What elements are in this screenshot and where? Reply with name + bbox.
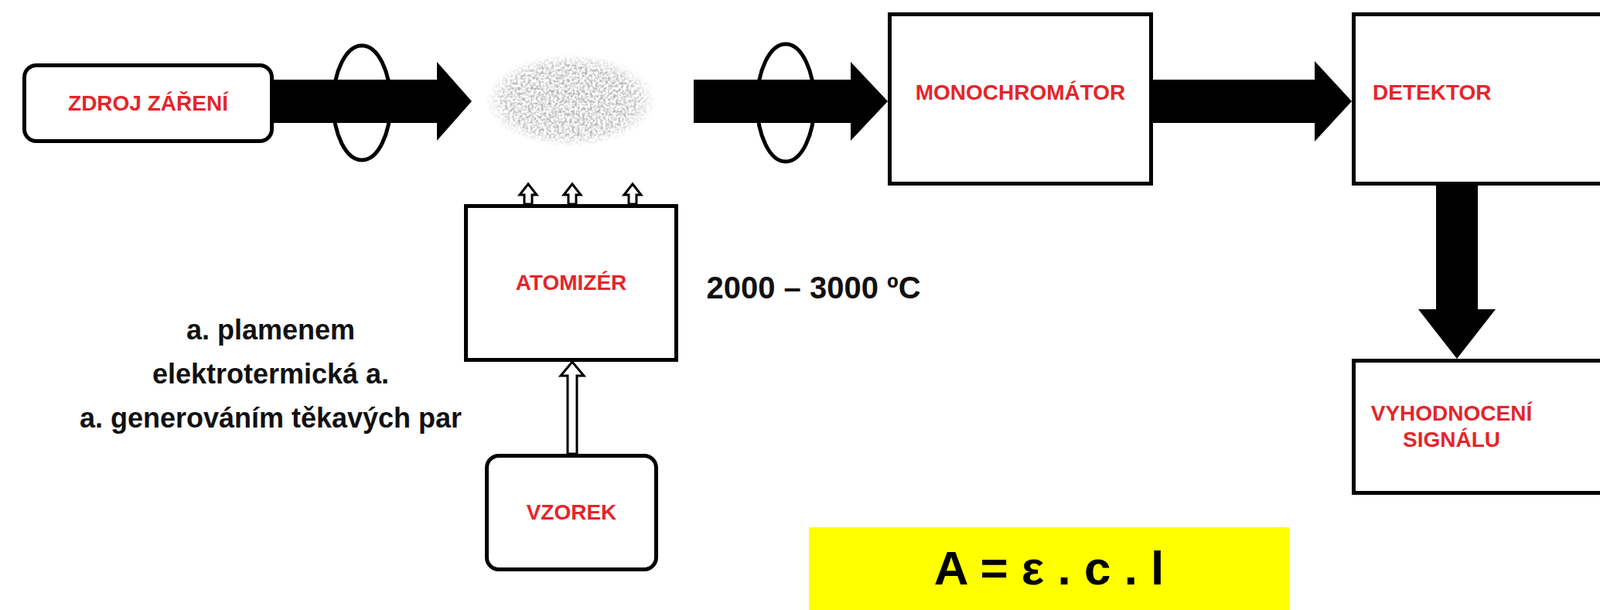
monochromator-box: MONOCHROMÁTOR <box>887 12 1154 186</box>
node-label: MONOCHROMÁTOR <box>915 79 1126 106</box>
beam-arrow <box>273 61 472 141</box>
vapor-arrow <box>519 184 537 205</box>
beam-ring <box>333 45 391 161</box>
source-box: ZDROJ ZÁŘENÍ <box>22 63 274 144</box>
beam-arrow <box>693 61 888 141</box>
atomizer-box: ATOMIZÉR <box>463 204 679 362</box>
sample-box: VZOREK <box>484 453 659 572</box>
note-label: a. generováním těkavých par <box>79 401 462 435</box>
node-label: VZOREK <box>526 499 618 526</box>
arrow-shape <box>560 361 584 454</box>
thick-arrow <box>1153 61 1352 142</box>
arrow-shape <box>1418 185 1496 359</box>
thick-arrow <box>1418 185 1496 359</box>
double-line-arrow <box>560 361 584 454</box>
formula-box: A = ε . c . l <box>808 527 1290 610</box>
node-label: ZDROJ ZÁŘENÍ <box>68 90 229 117</box>
atom-cloud <box>479 50 662 151</box>
beam-ring <box>757 44 815 162</box>
vapor-arrow <box>563 184 581 205</box>
note-label: a. plamenem <box>186 313 355 347</box>
detector-box: DETEKTOR <box>1351 12 1600 186</box>
node-label: VYHODNOCENÍ SIGNÁLU <box>1358 400 1545 453</box>
note-label: elektrotermická a. <box>152 357 389 391</box>
node-label: A = ε . c . l <box>934 539 1165 598</box>
vapor-arrow <box>624 184 642 205</box>
note-label: 2000 – 3000 ºC <box>706 269 921 307</box>
node-label: ATOMIZÉR <box>515 269 628 297</box>
evaluation-box: VYHODNOCENÍ SIGNÁLU <box>1351 358 1600 495</box>
arrow-shape <box>1153 61 1352 142</box>
node-label: DETEKTOR <box>1372 79 1492 106</box>
